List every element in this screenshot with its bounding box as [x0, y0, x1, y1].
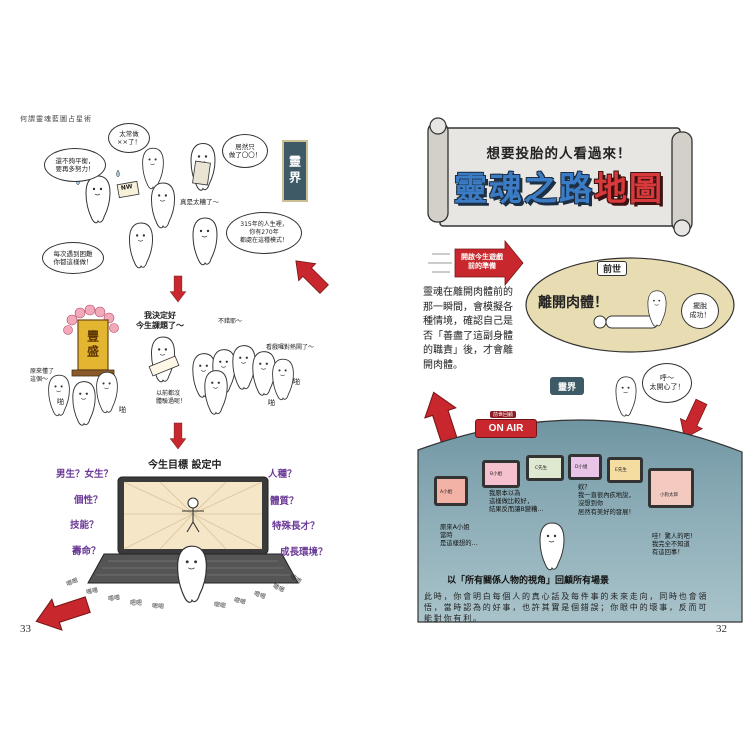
banner-title-part2: 地圖	[594, 169, 664, 208]
question-personality: 個性？	[74, 495, 103, 506]
screen-label: B小姐	[490, 472, 503, 477]
speech-bubble-too-often: 太常做 ××了！	[108, 123, 150, 153]
red-arrow	[424, 391, 459, 447]
goal-setting-title: 今生目標 設定中	[148, 460, 222, 471]
murmur-text: 嗯嗯	[130, 600, 143, 607]
leave-body-text: 離開肉體！	[538, 295, 608, 311]
person-figure	[182, 497, 204, 533]
ghost-sash-sign	[148, 355, 180, 377]
dialogue-wow: 哇！驚人的吧！ 我完全不知道 有這回事！	[652, 533, 697, 557]
screen-label: 小狗太郎	[660, 493, 678, 498]
screen-label: D小姐	[575, 465, 588, 470]
red-arrow	[35, 596, 91, 631]
shrine-base	[71, 369, 115, 377]
shrine-plaque: 豐盛	[85, 330, 100, 360]
red-arrow	[169, 275, 187, 303]
speech-bubble-escape-success: 擺脫 成功！	[681, 293, 719, 329]
page-number-left: 33	[20, 623, 31, 635]
speech-bubble-315-years: 315年的人生裡， 你有270年 都處在這種模式！	[226, 212, 302, 254]
screen-label: C先生	[535, 466, 548, 471]
red-arrow	[679, 398, 708, 439]
murmur-text: 嗯嗯	[107, 594, 121, 603]
speech-bubble-relief: 呼～ 太開心了！	[642, 363, 692, 403]
section-arrow	[454, 239, 524, 287]
screen-label: E先生	[615, 468, 627, 473]
question-special-talent: 特殊長才？	[272, 521, 320, 532]
shrine-flowers	[63, 304, 119, 335]
score-card	[116, 180, 140, 199]
question-race: 人種？	[268, 469, 297, 480]
understood-text: 原來懂了 這個～	[30, 368, 55, 383]
screen-label: A小姐	[440, 490, 453, 495]
running-header: 何謂靈魂藍圖占星術	[20, 115, 92, 123]
question-environment: 成長環境？	[280, 547, 328, 558]
past-life-oval	[525, 257, 735, 353]
watching-text: 看戲囉對熱鬧了～	[266, 344, 315, 351]
speech-bubble-only-did: 居然只 做了〇〇！	[222, 134, 268, 168]
murmur-text: 嗯嗯	[213, 601, 227, 610]
past-life-review-tab: 前世回顧	[490, 411, 517, 418]
dialogue-thought-better: 我原本以為 這樣做比較好， 結果反而讓B變糟…	[489, 490, 544, 514]
never-experienced-text: 以前都沒 體驗過呢！	[156, 390, 187, 405]
review-explanation: 此時，你會明白每個人的真心話及每件事的未來走向，同時也會領 悟，當時認為的好事，…	[424, 592, 709, 623]
decided-text: 我決定好 今生課題了～	[136, 311, 184, 331]
document-sheet	[192, 160, 211, 186]
speech-bubble-every-time: 每次遇到困難 你都這樣做！	[42, 242, 104, 274]
banner-subtitle: 想要投胎的人看過來！	[486, 146, 632, 162]
title-scroll-banner	[427, 117, 693, 237]
ghost-illustration	[150, 182, 176, 229]
red-arrow	[295, 260, 329, 294]
question-skills: 技能？	[70, 520, 99, 531]
clap-sound: 啪	[119, 406, 126, 414]
ghost-illustration	[142, 147, 164, 190]
banner-title-part1: 靈魂之路	[454, 169, 594, 208]
speech-bubble-balance: 還不夠平衡， 要再多努力！	[44, 148, 106, 182]
spirit-realm-label: 靈界	[282, 140, 308, 202]
murmur-text: 嗯嗯	[151, 602, 165, 611]
question-lifespan: 壽命？	[72, 546, 101, 557]
ghost-illustration	[615, 376, 637, 417]
past-life-label: 前世	[597, 261, 627, 276]
review-caption: 以「所有關係人物的視角」回顧所有場景	[447, 576, 610, 586]
red-arrow	[169, 422, 187, 450]
tv-screens	[434, 454, 694, 508]
ghost-illustration	[192, 217, 218, 266]
clap-sound: 啪	[57, 398, 64, 406]
section-arrow-label: 開啟今生遊戲 前的準備	[461, 253, 503, 271]
lying-body	[593, 315, 659, 329]
clap-sound: 啪	[293, 378, 300, 386]
question-gender: 男生？女生？	[56, 469, 114, 480]
dialogue-surprised: 欸？ 我一直很內疚地說， 沒想到你 居然有美好的發展！	[578, 484, 635, 516]
not-bad-text: 不錯耶～	[218, 318, 243, 325]
page-number-right: 32	[716, 623, 727, 635]
on-air-sign: ON AIR	[475, 419, 537, 438]
dialogue-ms-a: 原來A小姐 當時 是這樣想的…	[440, 524, 478, 548]
ghost-illustration	[85, 175, 111, 224]
clap-sound: 啪	[268, 399, 275, 407]
spirit-realm-label: 靈界	[550, 377, 584, 395]
ghost-illustration	[128, 222, 154, 269]
ghost-illustration	[176, 545, 208, 604]
intro-paragraph: 靈魂在離開肉體前的 那一瞬間，會模擬各 種情境，確認自己是 否「善盡了這副身體 …	[423, 287, 513, 371]
question-constitution: 體質？	[270, 496, 299, 507]
banner-title: 靈魂之路地圖	[446, 168, 672, 211]
remark-terrible: 真是太糟了～	[180, 198, 219, 206]
speed-lines	[428, 253, 452, 273]
